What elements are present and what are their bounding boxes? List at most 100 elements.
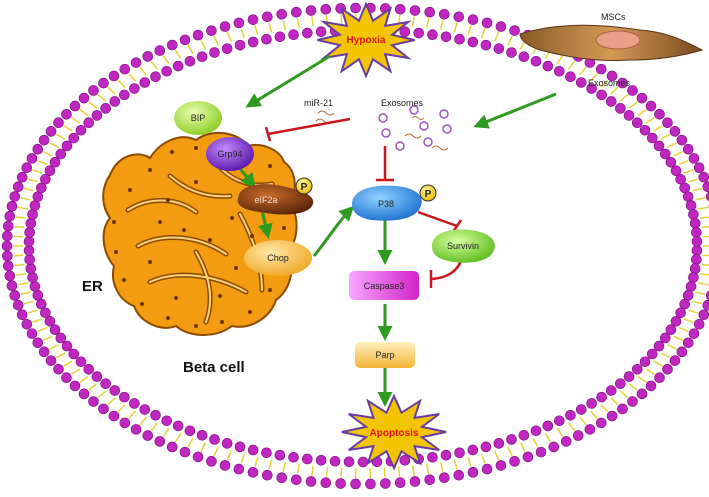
ribosome-dot — [182, 228, 186, 232]
ribosome-dot — [218, 294, 222, 298]
lipid-head — [506, 434, 517, 445]
ribosome-dot — [166, 316, 170, 320]
lipid-tail — [698, 206, 709, 210]
lipid-head — [21, 318, 33, 330]
lipid-tail — [150, 422, 159, 432]
lipid-head — [288, 451, 299, 463]
lipid-tail — [688, 309, 699, 314]
lipid-tail — [480, 453, 486, 464]
lipid-head — [424, 474, 436, 486]
lipid-head — [654, 372, 665, 384]
ribosome-dot — [268, 164, 272, 168]
lipid-tail — [97, 390, 107, 399]
lipid-head — [693, 318, 705, 330]
lipid-head — [595, 63, 607, 75]
lipid-head — [24, 254, 35, 265]
lipid-head — [172, 420, 184, 432]
lipid-head — [45, 126, 57, 137]
lipid-tail — [610, 397, 619, 406]
lipid-head — [565, 409, 576, 421]
lipid-head — [357, 456, 369, 468]
lipid-head — [698, 309, 709, 321]
lipid-tail — [701, 226, 709, 229]
lipid-head — [665, 324, 677, 336]
lipid-head — [584, 424, 596, 435]
lipid-tail — [71, 116, 81, 124]
lipid-tail — [579, 416, 587, 426]
ribosome-dot — [158, 220, 162, 224]
lipid-head — [6, 201, 18, 212]
lipid-head — [38, 134, 50, 146]
lipid-tail — [453, 22, 458, 33]
caspase3-label: Caspase3 — [364, 281, 405, 291]
lipid-head — [261, 447, 272, 459]
lipid-head — [78, 92, 90, 104]
lipid-tail — [79, 375, 89, 383]
lipid-head — [1, 240, 13, 252]
lipid-head — [350, 2, 361, 14]
lipid-head — [221, 43, 233, 54]
lipid-head — [130, 424, 142, 435]
lipid-head — [109, 96, 121, 107]
bip-label: BIP — [191, 113, 206, 123]
lipid-head — [45, 355, 57, 366]
lipid-head — [605, 385, 617, 396]
lipid-head — [689, 263, 701, 274]
lipid-head — [26, 153, 38, 164]
lipid-head — [548, 441, 560, 453]
lipid-head — [40, 173, 51, 185]
lipid-tail — [692, 300, 703, 305]
beta-cell-label: Beta cell — [183, 359, 245, 376]
lipid-head — [83, 363, 95, 375]
lipid-tail — [600, 79, 609, 88]
lipid-head — [575, 77, 587, 88]
lipid-tail — [213, 446, 219, 457]
lipid-head — [335, 478, 346, 489]
lipid-tail — [628, 101, 638, 109]
lipid-tail — [240, 453, 246, 464]
exosomes-msc-label: Exosomes — [588, 78, 631, 88]
exosome-vesicles: Exosomes miR-21 — [304, 98, 452, 151]
lipid-tail — [494, 31, 500, 42]
lipid-head — [315, 454, 327, 466]
lipid-tail — [27, 178, 38, 183]
lipid-head — [679, 298, 690, 310]
lipid-tail — [637, 375, 647, 383]
lipid-head — [119, 63, 131, 75]
lipid-tail — [701, 263, 709, 266]
lipid-head — [196, 51, 208, 63]
lipid-tail — [200, 40, 207, 50]
lipid-head — [2, 260, 14, 272]
lipid-head — [288, 29, 299, 41]
lipid-head — [49, 156, 61, 168]
lipid-tail — [556, 55, 564, 65]
lipid-tail — [23, 187, 34, 192]
lipid-head — [509, 456, 520, 467]
lipid-head — [68, 132, 80, 144]
inhibit-p38-survivin — [417, 210, 458, 228]
lipid-tail — [117, 79, 126, 88]
lipid-head — [518, 429, 530, 441]
lipid-head — [29, 200, 41, 211]
lipid-head — [6, 280, 18, 291]
lipid-tail — [673, 150, 684, 157]
lipid-head — [305, 5, 317, 16]
lipid-tail — [467, 456, 472, 467]
lipid-head — [427, 29, 438, 41]
lipid-tail — [425, 463, 430, 475]
lipid-head — [453, 469, 465, 481]
lipid-head — [247, 467, 259, 478]
lipid-head — [12, 299, 24, 311]
ribosome-dot — [128, 188, 132, 192]
lipid-head — [172, 60, 184, 72]
lipid-tail — [589, 73, 598, 82]
lipid-tail — [695, 197, 706, 201]
lipid-head — [670, 315, 682, 327]
lipid-head — [394, 4, 406, 15]
lipid-tail — [213, 35, 219, 46]
ribosome-dot — [194, 146, 198, 150]
lipid-head — [493, 43, 505, 54]
lipid-head — [467, 467, 479, 478]
lipid-head — [129, 83, 140, 94]
lipid-head — [627, 85, 638, 96]
